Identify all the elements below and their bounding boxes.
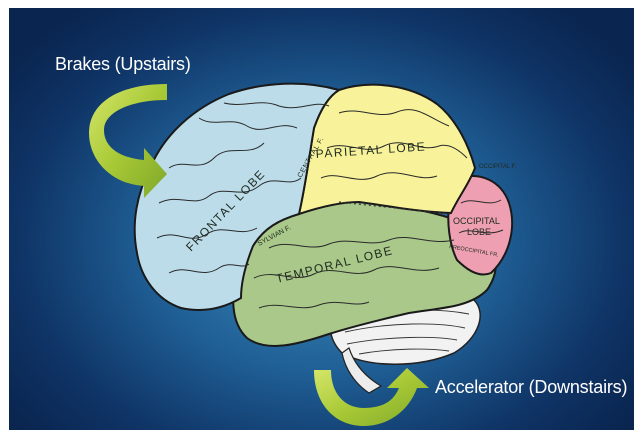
brain-diagram: FRONTAL LOBE PARIETAL LOBE CENTRAL F. OC… [89, 82, 517, 426]
brakes-arrow-icon [89, 84, 167, 198]
occipital-fissure-label: OCCIPITAL F. [479, 164, 517, 170]
accelerator-label: Accelerator (Downstairs) [435, 377, 628, 397]
gyri-lines [156, 102, 504, 309]
occipital-lobe-label-line1: OCCIPITAL [453, 216, 500, 226]
frontal-lobe-region [133, 82, 342, 311]
slide: FRONTAL LOBE PARIETAL LOBE CENTRAL F. OC… [9, 8, 634, 430]
brakes-label: Brakes (Upstairs) [55, 54, 191, 74]
accelerator-arrow-icon [314, 368, 429, 426]
occipital-lobe-label-line2: LOBE [467, 227, 491, 237]
